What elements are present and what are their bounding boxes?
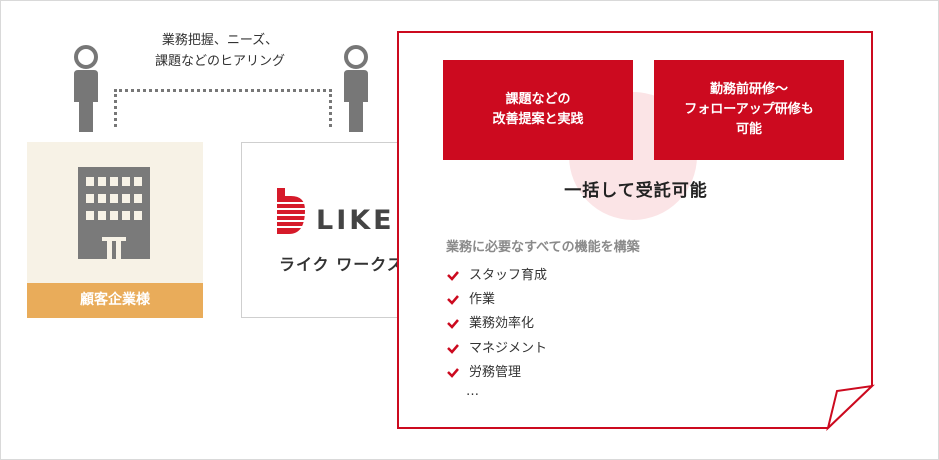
like-logo-icon bbox=[277, 188, 307, 234]
like-logo-subtitle: ライク ワークス bbox=[279, 255, 404, 274]
hearing-line-2: 課題などのヒアリング bbox=[154, 54, 285, 69]
service-box-proposal-text: 課題などの 改善提案と実践 bbox=[492, 92, 584, 127]
check-icon bbox=[447, 295, 459, 306]
client-label: 顧客企業様 bbox=[27, 283, 203, 318]
hearing-caption: 業務把握、ニーズ、 課題などのヒアリング bbox=[120, 30, 320, 72]
features-list: スタッフ育成 作業 業務効率化 マネジメント 労務管理 bbox=[446, 264, 547, 385]
check-icon bbox=[447, 319, 459, 330]
feature-label: マネジメント bbox=[469, 340, 548, 356]
summary-heading: 一括して受託可能 bbox=[564, 181, 708, 201]
list-item: マネジメント bbox=[446, 337, 547, 361]
feature-label: 労務管理 bbox=[469, 364, 522, 380]
features-title: 業務に必要なすべての機能を構築 bbox=[446, 240, 640, 255]
hearing-connector-right bbox=[329, 89, 332, 127]
list-item: 作業 bbox=[446, 288, 547, 312]
client-person-icon bbox=[74, 45, 98, 132]
feature-label: 業務効率化 bbox=[469, 316, 535, 332]
check-icon bbox=[447, 368, 459, 378]
features-more: … bbox=[466, 384, 479, 399]
check-icon bbox=[447, 343, 459, 354]
list-item: スタッフ育成 bbox=[446, 264, 547, 288]
service-box-proposal: 課題などの 改善提案と実践 bbox=[443, 60, 633, 160]
list-item: 労務管理 bbox=[446, 361, 547, 385]
staff-person-icon bbox=[344, 45, 368, 132]
page-curl-icon bbox=[826, 384, 875, 431]
hearing-connector-left bbox=[114, 89, 117, 127]
list-item: 業務効率化 bbox=[446, 312, 547, 336]
service-box-training: 勤務前研修〜 フォローアップ研修も 可能 bbox=[654, 60, 844, 160]
feature-label: 作業 bbox=[469, 292, 496, 308]
check-icon bbox=[447, 271, 459, 281]
building-icon bbox=[78, 167, 150, 259]
hearing-line-1: 業務把握、ニーズ、 bbox=[161, 33, 279, 48]
service-box-training-text: 勤務前研修〜 フォローアップ研修も 可能 bbox=[684, 82, 814, 137]
like-logo-word: LIKE bbox=[316, 205, 395, 236]
feature-label: スタッフ育成 bbox=[469, 268, 548, 284]
hearing-connector bbox=[114, 89, 332, 92]
